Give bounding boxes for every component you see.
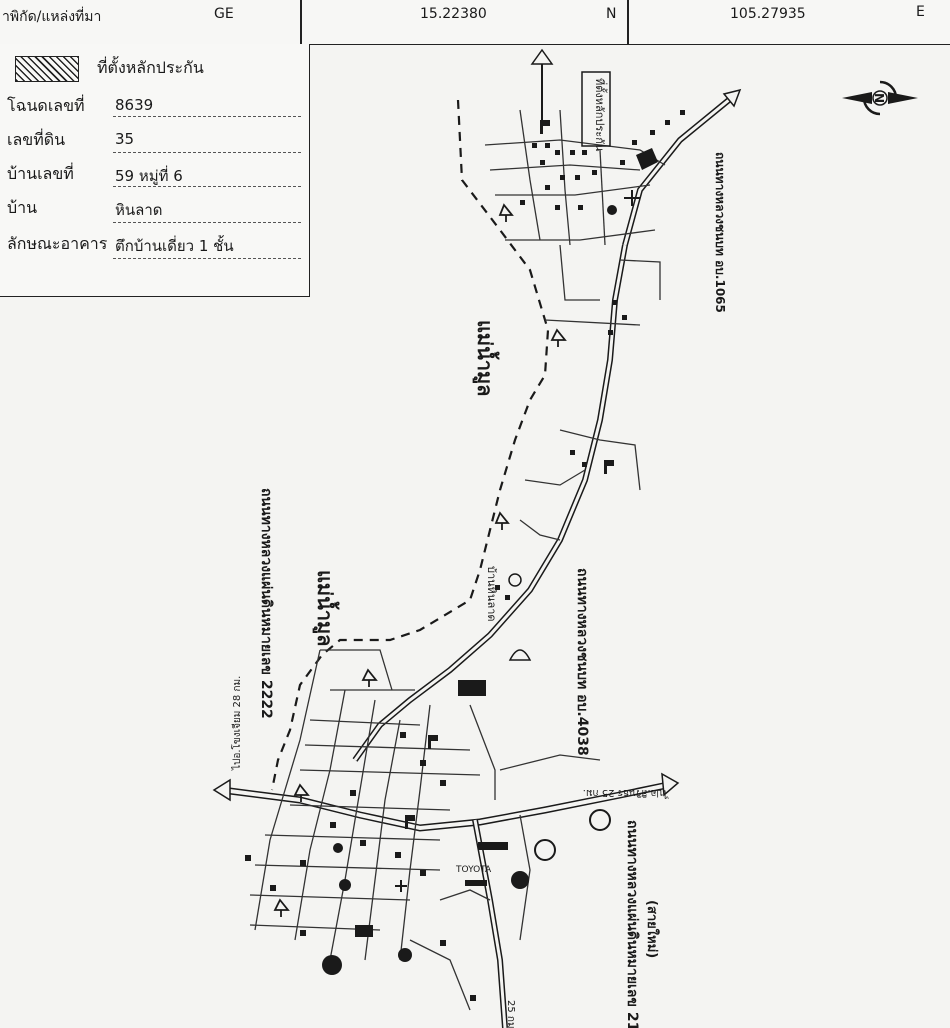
arrow-east-icon: [661, 772, 680, 797]
highway-4038-fill: [353, 244, 627, 761]
dotted-line: [113, 116, 301, 117]
road-1065-fill: [623, 93, 736, 246]
collateral-marker-label: ที่ตั้งหลักประกัน: [593, 78, 608, 152]
compass-icon: N: [842, 80, 918, 116]
toyota-label: TOYOTA: [455, 865, 492, 875]
river-label: แม่น้ำมูล: [311, 570, 340, 646]
lower-town-streets: [249, 649, 601, 1011]
hospital-icon: [395, 190, 640, 892]
dotted-line: [113, 222, 301, 223]
building-type-value: ตึกบ้านเดี่ยว 1 ชั้น: [115, 237, 234, 255]
house-number-value: 59 หมู่ที่ 6: [115, 167, 183, 185]
village-label: บ้าน: [7, 198, 38, 217]
latitude-hemisphere: N: [606, 6, 617, 22]
datum-value: GE: [214, 6, 234, 22]
destination-khong-chiam-label: ไปอ.โขงเจียม 28 กม.: [230, 676, 243, 771]
river-boundary: [270, 99, 550, 791]
village-value: หินลาด: [115, 201, 163, 219]
land-number-label: เลขที่ดิน: [7, 130, 66, 149]
highway-217-fill: [221, 783, 669, 831]
divider: [300, 0, 302, 44]
longitude-value: 105.27935: [730, 6, 806, 22]
legend-label: ที่ตั้งหลักประกัน: [97, 58, 204, 77]
coordinate-strip: าพิกัด/แหล่งที่มา GE 15.22380 N 105.2793…: [0, 0, 950, 45]
property-info-box: ที่ตั้งหลักประกัน โฉนดเลขที่ 8639 เลขที่…: [0, 44, 310, 297]
house-number-label: บ้านเลขที่: [7, 164, 74, 183]
distance-label: 25 กม.: [505, 1000, 516, 1028]
school-icon: [405, 120, 614, 829]
compass-letter: N: [872, 93, 886, 103]
divider: [627, 0, 629, 44]
dotted-line: [113, 152, 301, 153]
temple-icon: [273, 203, 567, 917]
landmark-icons: [322, 573, 611, 975]
building-type-label: ลักษณะอาคาร: [7, 234, 108, 253]
arrow-west-icon: [212, 778, 231, 802]
town-buildings: [245, 732, 508, 1001]
deed-number-value: 8639: [115, 96, 154, 114]
longitude-hemisphere: E: [916, 4, 925, 20]
dotted-line: [113, 186, 301, 187]
latitude-value: 15.22380: [420, 6, 487, 22]
highway-217-sublabel: (สายใหม่): [644, 900, 661, 958]
road-1065-label: ถนนทางหลวงชนบท อบ.1065: [713, 152, 727, 313]
highway-2222-label: ถนนทางหลวงแผ่นดินหมายเลข 2222: [258, 488, 274, 719]
village-hinlat-label: บ้านหินลาด: [485, 566, 498, 622]
dotted-line: [113, 258, 301, 259]
upper-village-streets: [484, 109, 666, 541]
river-label: แม่น้ำมูล: [471, 320, 500, 396]
destination-sirindhorn-label: ไปอ.สิรินธร 25 กม.: [583, 787, 669, 799]
arrow-northeast-icon: [722, 88, 742, 108]
arrow-north-icon: [530, 48, 554, 65]
land-number-value: 35: [115, 130, 135, 148]
coordinate-source-label: าพิกัด/แหล่งที่มา: [2, 9, 102, 25]
highway-4038-label: ถนนทางหลวงชนบท อบ.4038: [574, 568, 590, 756]
village-buildings: [495, 110, 685, 600]
road-south-fill: [473, 819, 507, 1028]
collateral-hatch-swatch: [15, 56, 79, 82]
highway-217-label: ถนนทางหลวงแผ่นดินหมายเลข 217: [624, 820, 640, 1028]
collateral-location: ที่ตั้งหลักประกัน: [581, 71, 658, 215]
deed-number-label: โฉนดเลขที่: [7, 96, 85, 115]
